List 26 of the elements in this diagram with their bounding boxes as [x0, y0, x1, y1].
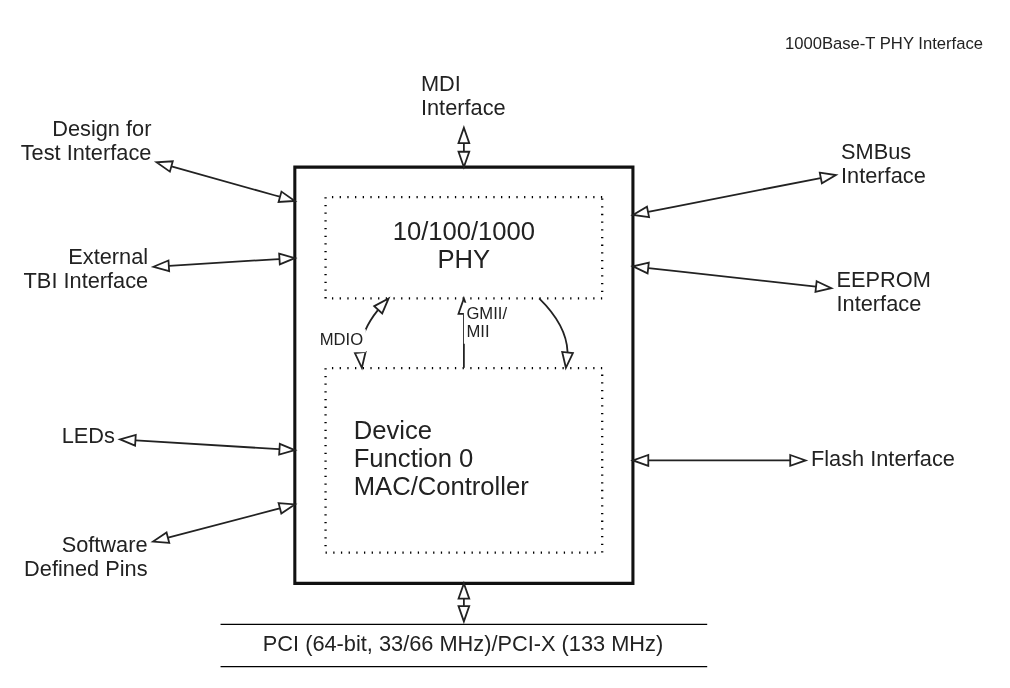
arrow: [116, 433, 298, 456]
node-box: 10/100/1000 PHY: [323, 195, 603, 300]
arrow: [629, 453, 808, 467]
arrow: [456, 124, 471, 170]
node-text: Design for Test Interface: [20, 115, 151, 165]
node-text: SMBus Interface: [840, 138, 926, 188]
arrow: [629, 171, 839, 218]
node-text: EEPROM Interface: [836, 266, 931, 316]
arrow: [456, 580, 471, 624]
node-text: MDI Interface: [420, 70, 506, 120]
node-text: Software Defined Pins: [23, 531, 148, 581]
node-text: LEDs: [61, 422, 115, 448]
arrow: [150, 251, 298, 272]
arrow: [149, 501, 297, 544]
node-text: External TBI Interface: [23, 243, 148, 293]
cluster: [292, 165, 634, 585]
arrow: [353, 295, 390, 370]
edge-label: GMII/ MII: [465, 303, 507, 341]
node-text: PCI (64-bit, 33/66 MHz)/PCI-X (133 MHz): [262, 630, 663, 656]
arrow: [537, 297, 574, 370]
arrow: [629, 261, 834, 293]
node-text: Flash Interface: [810, 445, 955, 471]
node-box: Device Function 0 MAC/Controller: [323, 366, 603, 554]
arrow: [153, 159, 297, 203]
edge-label: MDIO: [319, 329, 363, 349]
label: 1000Base-T PHY Interface: [784, 33, 983, 53]
